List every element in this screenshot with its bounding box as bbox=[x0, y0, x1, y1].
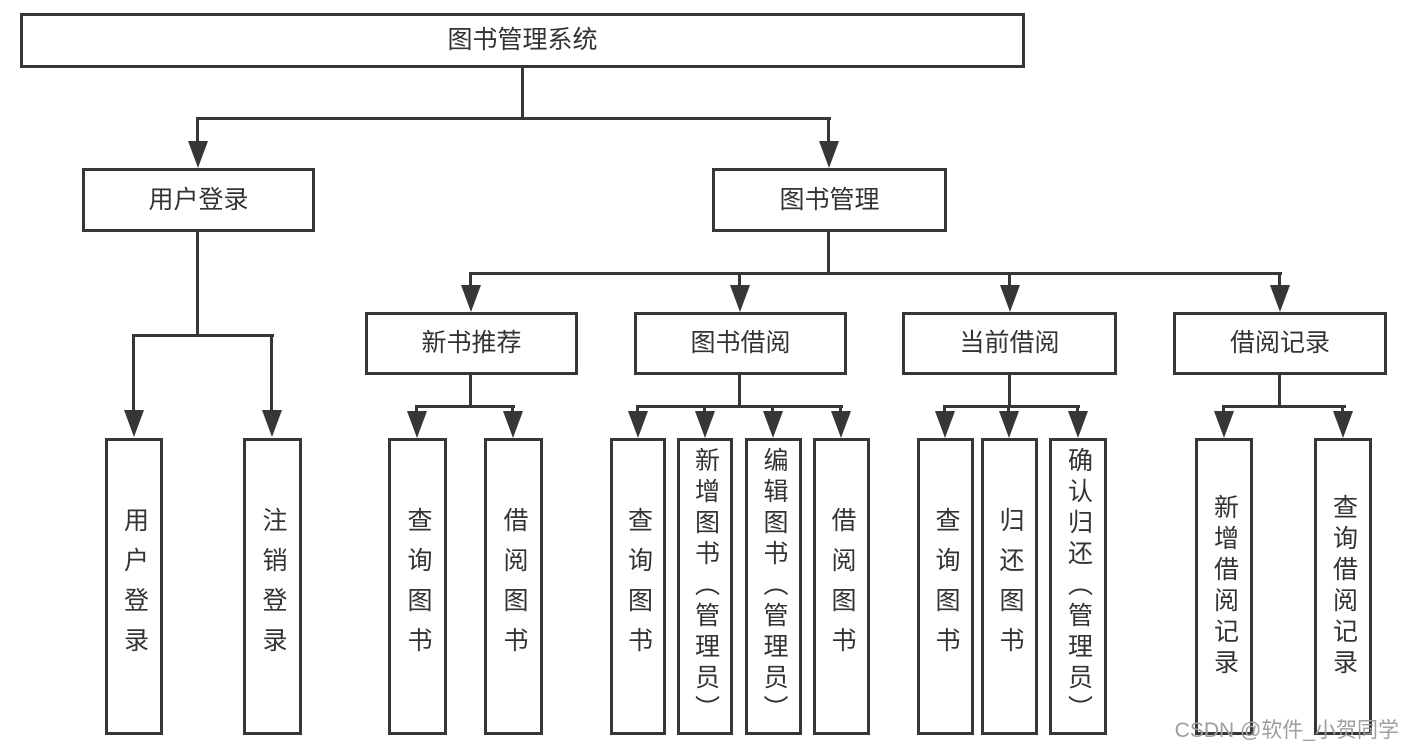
connector-vline bbox=[521, 68, 524, 118]
node-book-management: 图书管理 bbox=[712, 168, 947, 232]
connector-vline bbox=[1222, 405, 1225, 415]
arrow-down-icon bbox=[695, 411, 715, 438]
node-leaf-borrow-book-recommend: 借阅图书 bbox=[484, 438, 543, 735]
connector-hline bbox=[415, 405, 515, 408]
connector-vline bbox=[1007, 405, 1010, 415]
arrow-down-icon bbox=[763, 411, 783, 438]
connector-vline bbox=[827, 232, 830, 274]
arrow-down-icon bbox=[461, 285, 481, 312]
node-leaf-borrow-book-borrowing: 借阅图书 bbox=[813, 438, 870, 735]
arrow-down-icon bbox=[1214, 411, 1234, 438]
node-leaf-user-login: 用户登录 bbox=[105, 438, 163, 735]
connector-vline bbox=[196, 117, 199, 145]
arrow-down-icon bbox=[407, 411, 427, 438]
connector-vline bbox=[943, 405, 946, 415]
connector-hline bbox=[132, 334, 274, 337]
connector-vline bbox=[196, 232, 199, 336]
connector-vline bbox=[511, 405, 514, 415]
connector-vline bbox=[1008, 375, 1011, 407]
arrow-down-icon bbox=[1333, 411, 1353, 438]
arrow-down-icon bbox=[1068, 411, 1088, 438]
arrow-down-icon bbox=[999, 411, 1019, 438]
node-root: 图书管理系统 bbox=[20, 13, 1025, 68]
node-leaf-return-book: 归还图书 bbox=[981, 438, 1038, 735]
connector-vline bbox=[270, 334, 273, 413]
node-leaf-edit-book-admin: 编辑图书（管理员） bbox=[745, 438, 802, 735]
node-leaf-confirm-return-admin: 确认归还（管理员） bbox=[1049, 438, 1107, 735]
connector-hline bbox=[943, 405, 1080, 408]
connector-vline bbox=[132, 334, 135, 413]
node-current-borrowing: 当前借阅 bbox=[902, 312, 1117, 375]
arrow-down-icon bbox=[831, 411, 851, 438]
node-leaf-add-book-admin: 新增图书（管理员） bbox=[677, 438, 733, 735]
arrow-down-icon bbox=[935, 411, 955, 438]
node-book-borrowing: 图书借阅 bbox=[634, 312, 847, 375]
connector-vline bbox=[415, 405, 418, 415]
node-new-book-recommend: 新书推荐 bbox=[365, 312, 578, 375]
connector-vline bbox=[469, 375, 472, 407]
node-leaf-add-borrow-record: 新增借阅记录 bbox=[1195, 438, 1253, 735]
node-leaf-query-book-recommend: 查询图书 bbox=[388, 438, 447, 735]
watermark: CSDN @软件_小贺同学 bbox=[1174, 719, 1399, 742]
node-user-login: 用户登录 bbox=[82, 168, 315, 232]
connector-vline bbox=[1008, 272, 1011, 288]
connector-vline bbox=[839, 405, 842, 415]
connector-hline bbox=[636, 405, 843, 408]
connector-vline bbox=[1076, 405, 1079, 415]
arrow-down-icon bbox=[819, 141, 839, 168]
connector-hline bbox=[196, 117, 831, 120]
connector-vline bbox=[738, 375, 741, 407]
connector-vline bbox=[703, 405, 706, 415]
node-leaf-query-borrow-record: 查询借阅记录 bbox=[1314, 438, 1372, 735]
arrow-down-icon bbox=[730, 285, 750, 312]
arrow-down-icon bbox=[1000, 285, 1020, 312]
connector-hline bbox=[1222, 405, 1346, 408]
node-leaf-query-book-borrowing: 查询图书 bbox=[610, 438, 666, 735]
connector-vline bbox=[469, 272, 472, 288]
connector-vline bbox=[636, 405, 639, 415]
arrow-down-icon bbox=[124, 410, 144, 437]
connector-vline bbox=[738, 272, 741, 288]
connector-vline bbox=[771, 405, 774, 415]
arrow-down-icon bbox=[1270, 285, 1290, 312]
arrow-down-icon bbox=[503, 411, 523, 438]
arrow-down-icon bbox=[188, 141, 208, 168]
arrow-down-icon bbox=[262, 410, 282, 437]
connector-vline bbox=[1341, 405, 1344, 415]
connector-vline bbox=[827, 117, 830, 145]
connector-vline bbox=[1278, 272, 1281, 288]
node-leaf-logout: 注销登录 bbox=[243, 438, 302, 735]
node-leaf-query-book-current: 查询图书 bbox=[917, 438, 974, 735]
node-borrow-records: 借阅记录 bbox=[1173, 312, 1387, 375]
connector-hline bbox=[469, 272, 1282, 275]
arrow-down-icon bbox=[628, 411, 648, 438]
connector-vline bbox=[1278, 375, 1281, 407]
